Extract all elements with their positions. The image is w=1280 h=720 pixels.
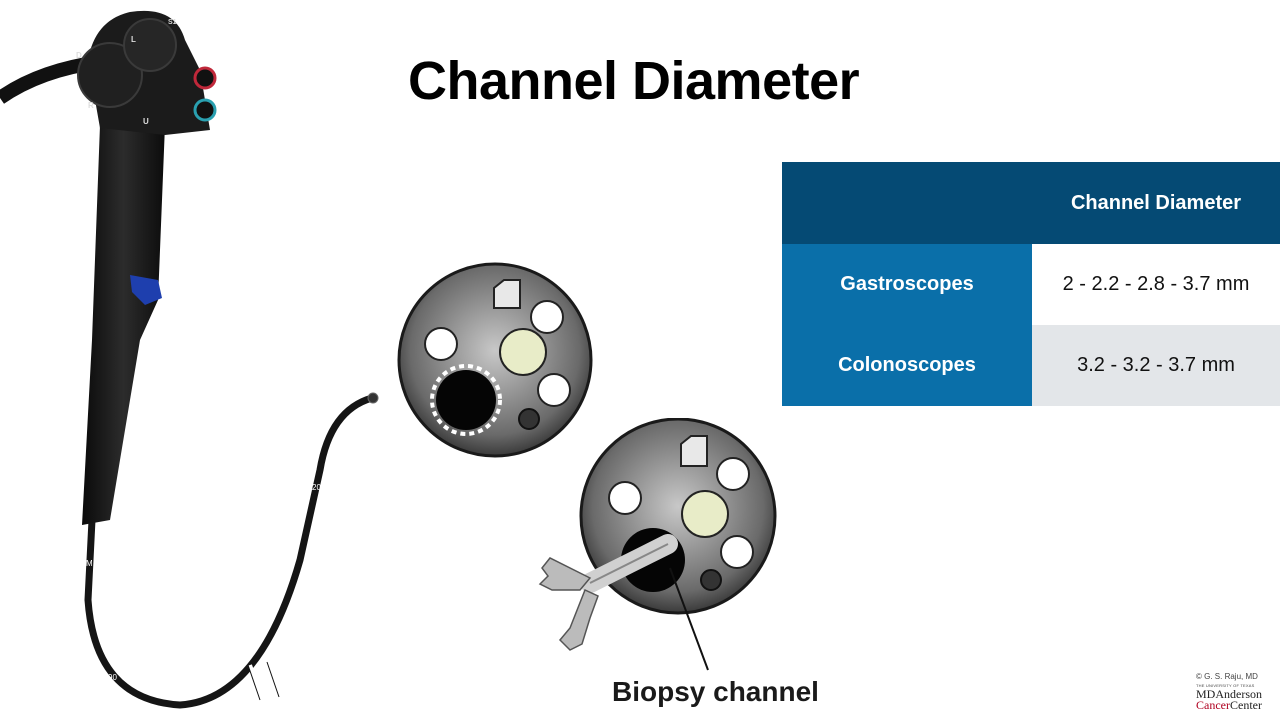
- knob-label-d: D: [76, 51, 82, 60]
- biopsy-forceps-diagram: [538, 418, 777, 671]
- knob-label-r: R: [88, 101, 94, 110]
- author-credit: © G. S. Raju, MD: [1196, 672, 1258, 681]
- distal-tip-diagram: [397, 262, 593, 458]
- biopsy-channel-label: Biopsy channel: [612, 676, 819, 707]
- tube-mark-30: 30: [302, 587, 311, 596]
- table-cell-colonoscopes-diameter: 3.2 - 3.2 - 3.7 mm: [1032, 325, 1280, 406]
- md-anderson-logo-line2: CancerCenter: [1196, 698, 1276, 712]
- table-row-label-colonoscopes: Colonoscopes: [782, 325, 1032, 406]
- md-anderson-logo-line1: MDAnderson: [1196, 687, 1262, 701]
- university-text: THE UNIVERSITY OF TEXAS: [1196, 683, 1255, 688]
- slide-title: Channel Diameter: [408, 51, 860, 111]
- table-header-channel-diameter: Channel Diameter: [1032, 162, 1280, 244]
- tube-mark-80: 80: [232, 693, 241, 702]
- knob-label-l: L: [131, 35, 136, 44]
- table-header-blank: [782, 162, 1032, 244]
- table-row-label-gastroscopes: Gastroscopes: [782, 244, 1032, 325]
- logo-center-word: Center: [1229, 698, 1262, 712]
- channel-diameter-table: Channel Diameter Gastroscopes 2 - 2.2 - …: [782, 162, 1280, 406]
- endoscope-illustration: D R U L S1 20 30 90 80 M: [0, 10, 379, 709]
- tube-mark-m: M: [86, 559, 93, 568]
- table-cell-gastroscopes-diameter: 2 - 2.2 - 2.8 - 3.7 mm: [1032, 244, 1280, 325]
- tube-mark-20: 20: [312, 483, 321, 492]
- tube-mark-90: 90: [108, 673, 117, 682]
- credit-block: © G. S. Raju, MD THE UNIVERSITY OF TEXAS…: [1196, 672, 1276, 711]
- valve-label-s1: S1: [168, 19, 177, 26]
- logo-cancer-word: Cancer: [1196, 698, 1230, 712]
- knob-label-u: U: [143, 117, 149, 126]
